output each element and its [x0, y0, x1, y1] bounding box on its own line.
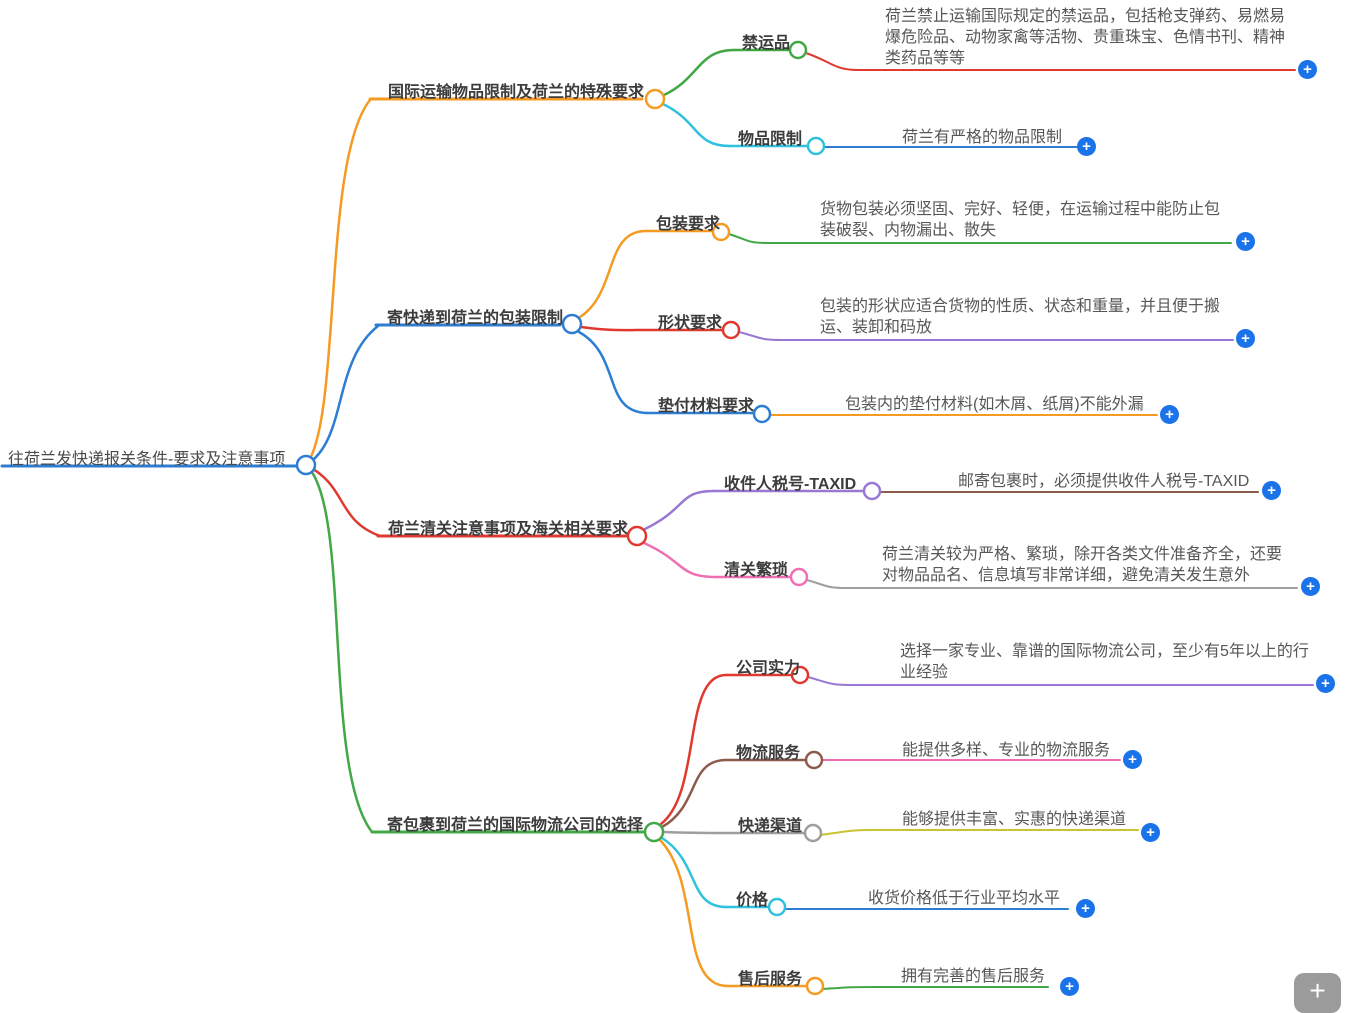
- detail-packaging[interactable]: 货物包装必须坚固、完好、轻便，在运输过程中能防止包装破裂、内物漏出、散失: [820, 201, 1221, 239]
- node-anchor-aftersales[interactable]: [805, 976, 825, 996]
- link-branch4-aftersales: [658, 838, 730, 988]
- node-label-channels[interactable]: 快递渠道: [738, 818, 803, 835]
- node-anchor-prohibited-goods[interactable]: [788, 40, 808, 60]
- node-anchor-branch1[interactable]: [644, 88, 666, 110]
- add-node-button[interactable]: +: [1060, 977, 1079, 996]
- detail-price[interactable]: 收货价格低于行业平均水平: [868, 890, 1061, 907]
- detail-shape[interactable]: 包装的形状应适合货物的性质、状态和重量，并且便于搬运、装卸和码放: [820, 298, 1221, 336]
- node-label-price[interactable]: 价格: [736, 892, 769, 909]
- link-branch4-services: [660, 758, 728, 829]
- node-label-aftersales[interactable]: 售后服务: [738, 971, 803, 988]
- node-anchor-packaging[interactable]: [711, 222, 731, 242]
- add-node-button[interactable]: +: [1076, 899, 1095, 918]
- node-anchor-services[interactable]: [804, 750, 824, 770]
- node-anchor-branch4[interactable]: [643, 821, 665, 843]
- detail-aftersales[interactable]: 拥有完善的售后服务: [901, 968, 1046, 985]
- node-anchor-branch3[interactable]: [626, 525, 648, 547]
- detail-services[interactable]: 能提供多样、专业的物流服务: [902, 742, 1111, 759]
- link-branch2-packaging: [578, 229, 648, 319]
- add-node-button[interactable]: +: [1077, 137, 1096, 156]
- add-node-button[interactable]: +: [1141, 823, 1160, 842]
- link-root-branch4: [304, 463, 374, 834]
- node-anchor-channels[interactable]: [803, 823, 823, 843]
- node-anchor-branch2[interactable]: [561, 313, 583, 335]
- node-anchor-item-limits[interactable]: [806, 136, 826, 156]
- node-anchor-strength[interactable]: [790, 665, 810, 685]
- detail-taxid[interactable]: 邮寄包裹时，必须提供收件人税号-TAXID: [958, 473, 1250, 490]
- link-branch4-strength: [659, 673, 728, 826]
- branch-label-customs-requirements[interactable]: 荷兰清关注意事项及海关相关要求: [388, 521, 629, 538]
- detail-line-aftersales: [822, 986, 1049, 990]
- detail-line-shape: [738, 331, 1234, 341]
- node-label-strength[interactable]: 公司实力: [736, 660, 801, 677]
- add-node-button[interactable]: +: [1262, 481, 1281, 500]
- node-anchor-price[interactable]: [767, 897, 787, 917]
- node-label-customs[interactable]: 清关繁琐: [724, 562, 789, 579]
- detail-prohibited-goods[interactable]: 荷兰禁止运输国际规定的禁运品，包括枪支弹药、易燃易爆危险品、动物家禽等活物、贵重…: [885, 8, 1286, 67]
- node-label-services[interactable]: 物流服务: [736, 745, 801, 762]
- node-label-prohibited-goods[interactable]: 禁运品: [742, 35, 791, 52]
- zoom-in-button[interactable]: +: [1294, 973, 1341, 1013]
- add-node-button[interactable]: +: [1298, 60, 1317, 79]
- node-label-packaging[interactable]: 包装要求: [656, 216, 721, 233]
- node-label-padding[interactable]: 垫付材料要求: [658, 398, 755, 415]
- detail-line-customs: [806, 579, 1298, 589]
- detail-line-strength: [807, 676, 1314, 686]
- link-branch1-prohibited-goods: [662, 48, 736, 97]
- node-label-taxid[interactable]: 收件人税号-TAXID: [724, 476, 857, 493]
- detail-line-channels: [820, 829, 1139, 836]
- branch-label-item-restrictions[interactable]: 国际运输物品限制及荷兰的特殊要求: [388, 84, 645, 101]
- link-branch1-item-limits: [661, 102, 732, 148]
- detail-channels[interactable]: 能够提供丰富、实惠的快递渠道: [902, 811, 1127, 828]
- detail-line-prohibited-goods: [805, 52, 1296, 71]
- add-node-button[interactable]: +: [1301, 577, 1320, 596]
- node-anchor-customs[interactable]: [789, 567, 809, 587]
- node-label-shape[interactable]: 形状要求: [658, 315, 723, 332]
- link-branch4-price: [660, 836, 728, 909]
- add-node-button[interactable]: +: [1236, 232, 1255, 251]
- node-anchor-taxid[interactable]: [862, 481, 882, 501]
- link-branch2-shape: [579, 325, 650, 332]
- add-node-button[interactable]: +: [1236, 329, 1255, 348]
- link-branch4-channels: [661, 830, 730, 835]
- root-node-label[interactable]: 往荷兰发快递报关条件-要求及注意事项: [8, 451, 286, 468]
- detail-strength[interactable]: 选择一家专业、靠谱的国际物流公司，至少有5年以上的行业经验: [900, 643, 1309, 681]
- node-anchor-padding[interactable]: [752, 404, 772, 424]
- detail-customs[interactable]: 荷兰清关较为严格、繁琐，除开各类文件准备齐全，还要对物品品名、信息填写非常详细，…: [882, 546, 1283, 584]
- node-anchor-root[interactable]: [295, 454, 317, 476]
- node-anchor-shape[interactable]: [721, 320, 741, 340]
- link-branch3-customs: [642, 541, 718, 579]
- detail-item-limits[interactable]: 荷兰有严格的物品限制: [902, 129, 1063, 146]
- link-root-branch2: [304, 324, 380, 467]
- detail-line-packaging: [728, 233, 1232, 244]
- node-label-item-limits[interactable]: 物品限制: [738, 131, 803, 148]
- add-node-button[interactable]: +: [1160, 405, 1179, 424]
- branch-label-logistics-company[interactable]: 寄包裹到荷兰的国际物流公司的选择: [387, 817, 644, 834]
- link-root-branch1: [304, 98, 372, 467]
- add-node-button[interactable]: +: [1123, 750, 1142, 769]
- branch-label-packaging-limits[interactable]: 寄快递到荷兰的包装限制: [387, 310, 564, 327]
- add-node-button[interactable]: +: [1316, 674, 1335, 693]
- link-root-branch3: [304, 463, 382, 538]
- link-branch3-taxid: [643, 489, 716, 531]
- link-branch2-padding: [577, 330, 650, 415]
- detail-padding[interactable]: 包装内的垫付材料(如木屑、纸屑)不能外漏: [845, 396, 1144, 413]
